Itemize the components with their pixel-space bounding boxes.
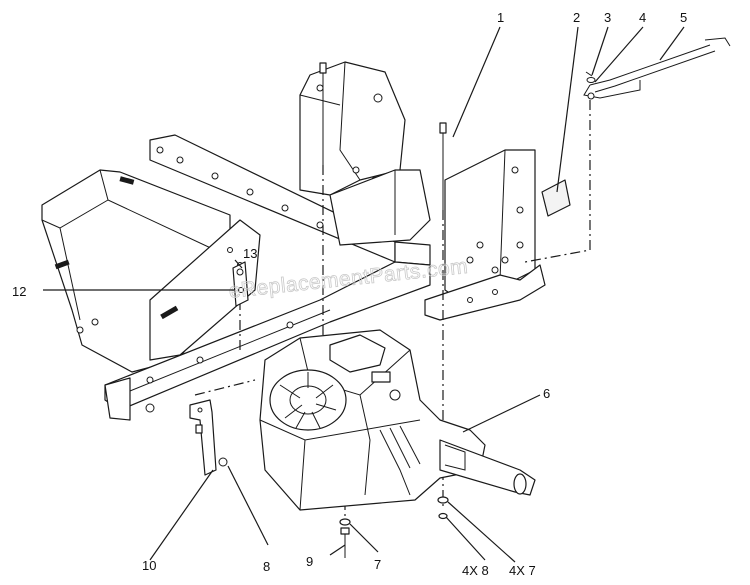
callout-4: 4 — [639, 10, 646, 25]
callout-8: 8 — [263, 559, 270, 574]
decal-label-part — [541, 179, 571, 217]
callout-10: 10 — [142, 558, 156, 573]
right-bottom-fasteners — [437, 496, 449, 520]
bypass-arm — [189, 399, 228, 476]
callout-4x8: 4X 8 — [462, 563, 489, 578]
callout-2: 2 — [573, 10, 580, 25]
callout-leaders — [43, 26, 685, 563]
control-rod-linkage — [583, 37, 731, 100]
long-bolt-right — [439, 122, 447, 210]
right-side-plate — [444, 149, 536, 301]
callout-6: 6 — [543, 386, 550, 401]
clip-and-washer — [585, 71, 596, 83]
callout-1: 1 — [497, 10, 504, 25]
callout-7: 7 — [374, 557, 381, 572]
callout-labels: 1 2 3 4 5 6 7 8 9 10 12 13 4X 8 4X 7 — [12, 10, 687, 578]
callout-5: 5 — [680, 10, 687, 25]
long-bolt-left — [319, 62, 327, 165]
transaxle-assembly — [259, 329, 536, 511]
center-support-panel — [299, 61, 431, 246]
callout-13: 13 — [243, 246, 257, 261]
mounting-bracket — [424, 264, 546, 321]
callout-12: 12 — [12, 284, 26, 299]
callout-9: 9 — [306, 554, 313, 569]
pivot-bracket-part — [232, 261, 249, 307]
callout-4x7: 4X 7 — [509, 563, 536, 578]
bottom-bolt — [339, 518, 351, 558]
callout-3: 3 — [604, 10, 611, 25]
